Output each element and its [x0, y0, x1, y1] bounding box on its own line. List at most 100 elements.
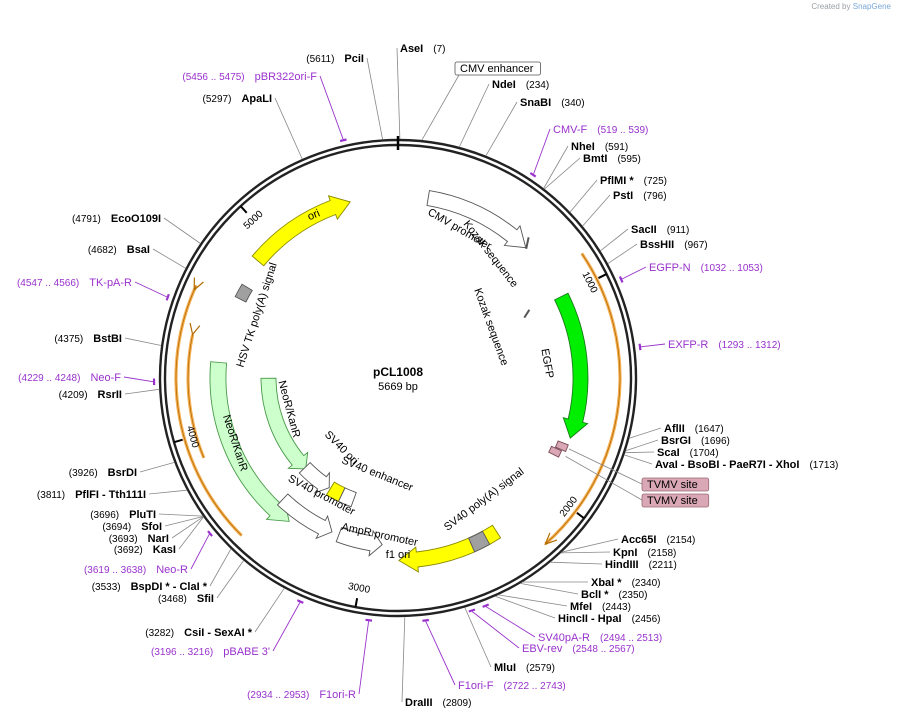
box-leader-line [568, 448, 643, 485]
enzyme-label-pflfi-tth111i[interactable]: PflFI - Tth111I(3811) [37, 489, 146, 501]
label-position: (519 .. 539) [597, 125, 648, 136]
enzyme-label-avai-bsobi-paer7i-xhoi[interactable]: AvaI - BsoBI - PaeR7I - XhoI(1713) [655, 459, 838, 471]
primer-label-cmv-f[interactable]: CMV-F(519 .. 539) [553, 124, 648, 136]
primer-label-egfp-n[interactable]: EGFP-N(1032 .. 1053) [649, 262, 763, 274]
enzyme-label-pcii[interactable]: PciI(5611) [306, 53, 364, 65]
enzyme-label-rsrii[interactable]: RsrII(4209) [59, 389, 122, 401]
label-name: SnaBI [520, 97, 551, 109]
label-position: (2211) [649, 560, 677, 571]
label-position: (2456) [632, 614, 661, 625]
enzyme-label-nari[interactable]: NarI(3693) [109, 533, 169, 545]
label-position: (3696) [90, 510, 119, 521]
enzyme-label-aflii[interactable]: AflII(1647) [664, 423, 724, 435]
label-name: AflII [664, 423, 685, 435]
enzyme-label-pflmi[interactable]: PflMI *(725) [600, 175, 667, 187]
enzyme-label-xbai[interactable]: XbaI *(2340) [591, 577, 660, 589]
primer-leader-line [358, 621, 370, 695]
primer-site-mark [365, 618, 373, 622]
enzyme-label-apali[interactable]: ApaLI(5297) [203, 93, 272, 105]
label-box [641, 477, 710, 492]
label-box [454, 61, 541, 76]
label-position: (4682) [88, 245, 117, 256]
label-position: (2494 .. 2513) [600, 633, 662, 644]
cmv-promoter-arrow [426, 190, 527, 249]
enzyme-label-ecoo109i[interactable]: EcoO109I(4791) [72, 213, 161, 225]
enzyme-leader-line [178, 516, 204, 550]
enzyme-label-bmti[interactable]: BmtI(595) [583, 153, 641, 165]
enzyme-label-mfei[interactable]: MfeI(2443) [570, 601, 631, 613]
enzyme-label-nhei[interactable]: NheI(591) [571, 141, 628, 153]
enzyme-leader-line [544, 157, 581, 190]
enzyme-leader-line [139, 462, 175, 473]
label-position: (725) [644, 176, 667, 187]
enzyme-label-kasi[interactable]: KasI(3692) [114, 544, 176, 556]
primer-site-mark [482, 603, 490, 608]
enzyme-leader-line [254, 587, 285, 633]
enzyme-label-asei[interactable]: AseI(7) [400, 43, 445, 55]
enzyme-label-csii-sexai[interactable]: CsiI - SexAI *(3282) [145, 627, 252, 639]
enzyme-label-mlui[interactable]: MluI(2579) [494, 662, 555, 674]
enzyme-label-hincii-hpai[interactable]: HincII - HpaI(2456) [558, 613, 660, 625]
label-name: BsaI [127, 244, 150, 256]
enzyme-label-bsrdi[interactable]: BsrDI(3926) [69, 467, 137, 479]
label-name: HindIII [605, 559, 639, 571]
label-position: (2443) [602, 602, 631, 613]
enzyme-label-psti[interactable]: PstI(796) [613, 190, 667, 202]
enzyme-label-kpni[interactable]: KpnI(2158) [613, 547, 676, 559]
cmv-enhancer-label[interactable]: CMV enhancer [454, 61, 541, 76]
enzyme-label-hindiii[interactable]: HindIII (2211) [605, 559, 677, 571]
primer-label-ebv-rev[interactable]: EBV-rev(2548 .. 2567) [522, 643, 635, 655]
feature-label-f1-ori: f1 ori [386, 549, 410, 561]
label-box [641, 493, 710, 508]
enzyme-leader-line [624, 454, 653, 465]
enzyme-label-pluti[interactable]: PluTI(3696) [90, 509, 156, 521]
enzyme-label-scai[interactable]: ScaI(1704) [657, 447, 719, 459]
enzyme-label-sfoi[interactable]: SfoI(3694) [102, 521, 162, 533]
enzyme-label-bstbi[interactable]: BstBI(4375) [54, 333, 122, 345]
enzyme-label-bsshii[interactable]: BssHII(967) [640, 239, 708, 251]
label-position: (2934 .. 2953) [247, 690, 309, 701]
enzyme-label-bsrgi[interactable]: BsrGI(1696) [661, 435, 730, 447]
primer-label-f1ori-r[interactable]: F1ori-R(2934 .. 2953) [247, 689, 356, 701]
label-position: (1704) [690, 448, 719, 459]
label-name: BclI * [581, 589, 609, 601]
enzyme-label-bspdi-clai[interactable]: BspDI * - ClaI *(3533) [92, 581, 208, 593]
enzyme-label-sacii[interactable]: SacII(911) [631, 224, 689, 236]
primer-leader-line [471, 611, 520, 649]
label-name: NheI [571, 141, 595, 153]
enzyme-leader-line [624, 451, 655, 454]
primer-label-neo-r[interactable]: Neo-R(3619 .. 3638) [84, 564, 188, 576]
label-position: (1032 .. 1053) [701, 263, 763, 274]
label-text: CMV enhancer [460, 63, 534, 75]
label-name: Acc65I [621, 534, 656, 546]
primer-label-f1ori-f[interactable]: F1ori-F(2722 .. 2743) [458, 680, 566, 692]
enzyme-label-bsai[interactable]: BsaI (4682) [88, 244, 150, 256]
kozak-mark [525, 237, 530, 249]
enzyme-leader-line [171, 516, 204, 539]
primer-site-mark [638, 343, 642, 351]
enzyme-leader-line [485, 101, 518, 157]
enzyme-leader-line [629, 427, 662, 439]
label-name: TK-pA-R [89, 277, 132, 289]
enzyme-label-sfii[interactable]: SfiI(3468) [158, 593, 214, 605]
primer-label-sv40pa-r[interactable]: SV40pA-R(2494 .. 2513) [538, 632, 662, 644]
ampr-promoter-arrow [335, 527, 383, 557]
label-position: (967) [684, 240, 707, 251]
label-name: PflFI - Tth111I [75, 489, 146, 501]
enzyme-label-draiii[interactable]: DraIII(2809) [405, 697, 471, 709]
primer-label-exfp-r[interactable]: EXFP-R(1293 .. 1312) [668, 339, 781, 351]
enzyme-label-bcli[interactable]: BclI * (2350) [581, 589, 647, 601]
enzyme-label-snabi[interactable]: SnaBI(340) [520, 97, 585, 109]
primer-label-pbr322ori-f[interactable]: pBR322ori-F(5456 .. 5475) [182, 71, 317, 83]
enzyme-label-acc65i[interactable]: Acc65I(2154) [621, 534, 695, 546]
label-name: DraIII [405, 697, 433, 709]
enzyme-label-ndei[interactable]: NdeI(234) [492, 79, 549, 91]
label-position: (3694) [102, 522, 131, 533]
tvmv-site-label[interactable]: TVMV site [641, 493, 710, 508]
tvmv-site-label[interactable]: TVMV site [641, 477, 710, 492]
tvmv-block-2 [548, 445, 563, 458]
primer-label-neo-f[interactable]: Neo-F(4229 .. 4248) [18, 372, 121, 384]
primer-label-pbabe-3[interactable]: pBABE 3'(3196 .. 3216) [151, 646, 270, 658]
primer-label-tk-pa-r[interactable]: TK-pA-R(4547 .. 4566) [17, 277, 132, 289]
label-position: (2350) [619, 590, 648, 601]
